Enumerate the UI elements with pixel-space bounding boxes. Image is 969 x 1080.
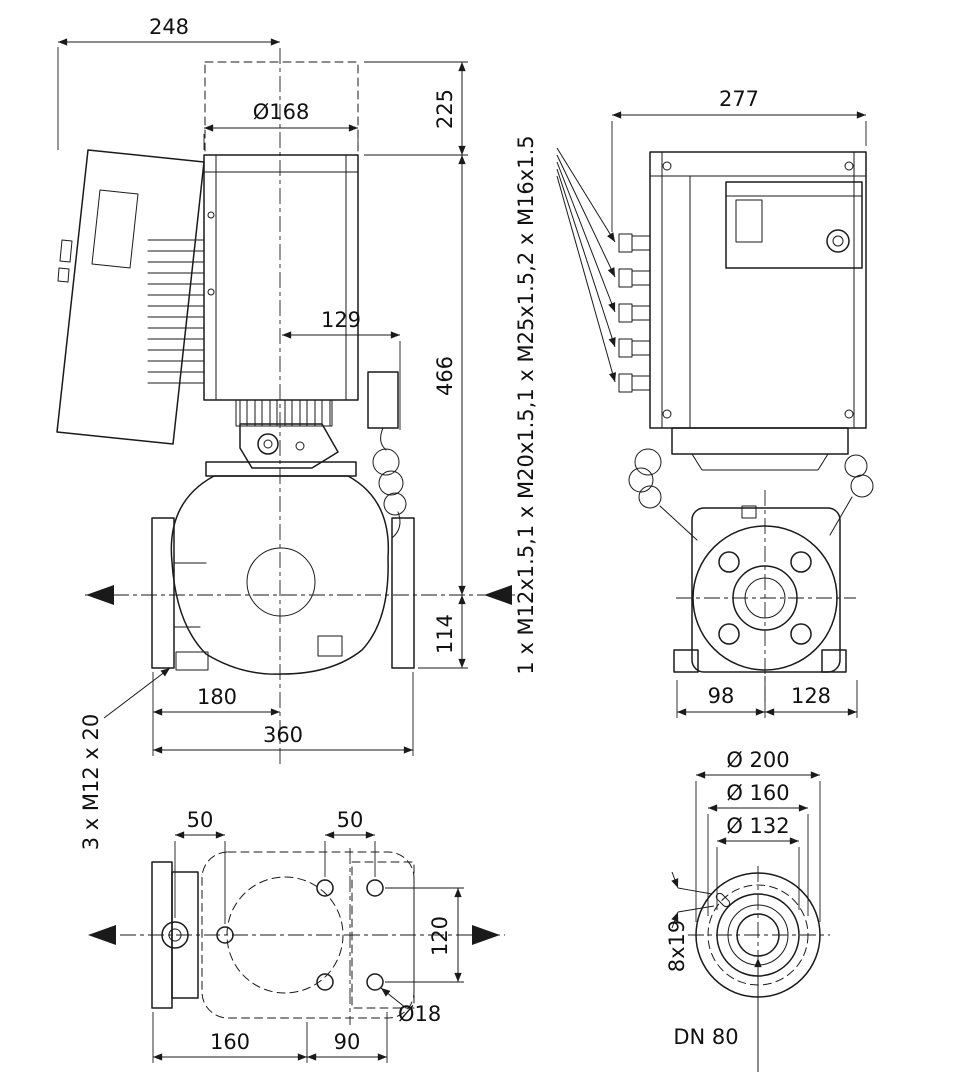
dismantling-space-outline [204, 61, 359, 156]
front-motor [203, 154, 359, 401]
plan-left-flange [151, 861, 234, 1009]
dim-offset-left-label: 50 [187, 808, 214, 832]
plan-view: 50 50 120 160 90 Ø18 [88, 808, 505, 1063]
dim-slot-label: 8x19 [665, 920, 689, 973]
dim-offset-left: 50 [174, 808, 226, 924]
dim-module-width: 248 [57, 15, 280, 150]
dim-foot-front: 98 [676, 676, 766, 718]
display-window [735, 199, 763, 243]
dim-module-width-label: 248 [149, 15, 189, 39]
side-adapter [671, 427, 849, 471]
flow-arrow-left [86, 585, 114, 605]
dim-total-height-label: 466 [433, 356, 457, 396]
plan-bolt-holes [316, 879, 384, 991]
dim-depth: 277 [611, 87, 867, 232]
side-flange-face [692, 525, 838, 671]
dim-raised-face-label: Ø 132 [726, 814, 789, 838]
dim-hole-spacing-label: 120 [428, 916, 452, 956]
front-view: 248 Ø168 225 129 466 114 [56, 15, 515, 850]
dim-base-length-label: 160 [210, 1030, 250, 1054]
dim-foot-height-label: 114 [433, 614, 457, 654]
front-centerlines [85, 48, 515, 765]
callout-cable-glands: 1 x M12x1.5,1 x M20x1.5,1 x M25x1.5,2 x … [514, 135, 617, 675]
flange-bore-circle [736, 913, 780, 957]
flow-arrow-right [484, 585, 512, 605]
dim-base-ext: 90 [307, 1012, 388, 1063]
dim-port-to-port-label: 360 [263, 723, 303, 747]
front-cable-holder [367, 371, 407, 539]
plan-hidden-outline [201, 851, 415, 1019]
dim-foot-front-label: 98 [708, 684, 735, 708]
dim-hole-spacing: 120 [385, 887, 464, 983]
front-electronics-module [56, 149, 205, 445]
side-cable-coil-right [829, 454, 874, 536]
dim-offset-right-label: 50 [337, 808, 364, 832]
dim-total-height: 466 [433, 155, 466, 595]
callout-hole-dia: Ø18 [380, 987, 441, 1026]
dim-foot-rear: 128 [765, 680, 858, 718]
dim-motor-diameter: Ø168 [203, 100, 359, 150]
dim-outer-dia: Ø 200 [695, 748, 821, 922]
front-heatsink-fins [147, 239, 205, 384]
front-coupling-guard [239, 423, 339, 469]
front-seal-plate [205, 461, 357, 477]
dim-cable-offset: 129 [282, 308, 401, 430]
callout-foot-bolts-label: 3 x M12 x 20 [79, 714, 103, 850]
dim-slot: 8x19 [665, 871, 715, 973]
callout-foot-bolts: 3 x M12 x 20 [79, 667, 171, 850]
side-cable-coil-left [628, 448, 698, 541]
dim-bolt-circle-label: Ø 160 [726, 781, 789, 805]
dim-dismantling-height-label: 225 [433, 89, 457, 129]
dim-base-ext-label: 90 [334, 1030, 361, 1054]
flange-view: Ø 200 Ø 160 Ø 132 8x19 DN 80 [665, 748, 830, 1072]
control-knob [826, 229, 850, 253]
dim-port-to-port: 360 [153, 672, 414, 756]
dim-depth-label: 277 [719, 87, 759, 111]
front-pump-volute [170, 475, 390, 675]
side-control-module [725, 181, 863, 269]
dim-nominal: DN 80 [673, 958, 762, 1072]
callout-cable-glands-label: 1 x M12x1.5,1 x M20x1.5,1 x M25x1.5,2 x … [514, 135, 538, 674]
front-lantern-ribs [235, 399, 333, 427]
dim-offset-right: 50 [324, 808, 376, 877]
dim-dismantling-height: 225 [364, 61, 468, 156]
plan-flow-arrow-right [472, 925, 500, 945]
plan-tapped-hole [216, 926, 234, 944]
front-flanges [151, 517, 415, 669]
dim-raised-face: Ø 132 [716, 814, 800, 910]
flange-centerlines [688, 866, 830, 1004]
dim-motor-diameter-label: Ø168 [253, 100, 310, 124]
plan-flow-arrow-left [88, 925, 116, 945]
cable-glands [618, 233, 651, 393]
dim-nominal-label: DN 80 [673, 1025, 738, 1049]
dim-axis-to-flange: 180 [152, 672, 280, 756]
dim-foot-rear-label: 128 [791, 684, 831, 708]
callout-hole-dia-label: Ø18 [398, 1002, 441, 1026]
side-pump-body [673, 505, 847, 673]
front-foot-tab [175, 651, 209, 671]
plan-centerlines [92, 848, 505, 1025]
side-view: 1 x M12x1.5,1 x M20x1.5,1 x M25x1.5,2 x … [514, 87, 874, 718]
dim-axis-to-flange-label: 180 [197, 685, 237, 709]
dim-foot-height: 114 [418, 595, 468, 669]
side-motor-housing [649, 151, 867, 429]
dim-bolt-circle: Ø 160 [707, 781, 809, 916]
dim-base-length: 160 [152, 1012, 308, 1063]
dim-cable-offset-label: 129 [321, 308, 361, 332]
dim-outer-dia-label: Ø 200 [726, 748, 789, 772]
